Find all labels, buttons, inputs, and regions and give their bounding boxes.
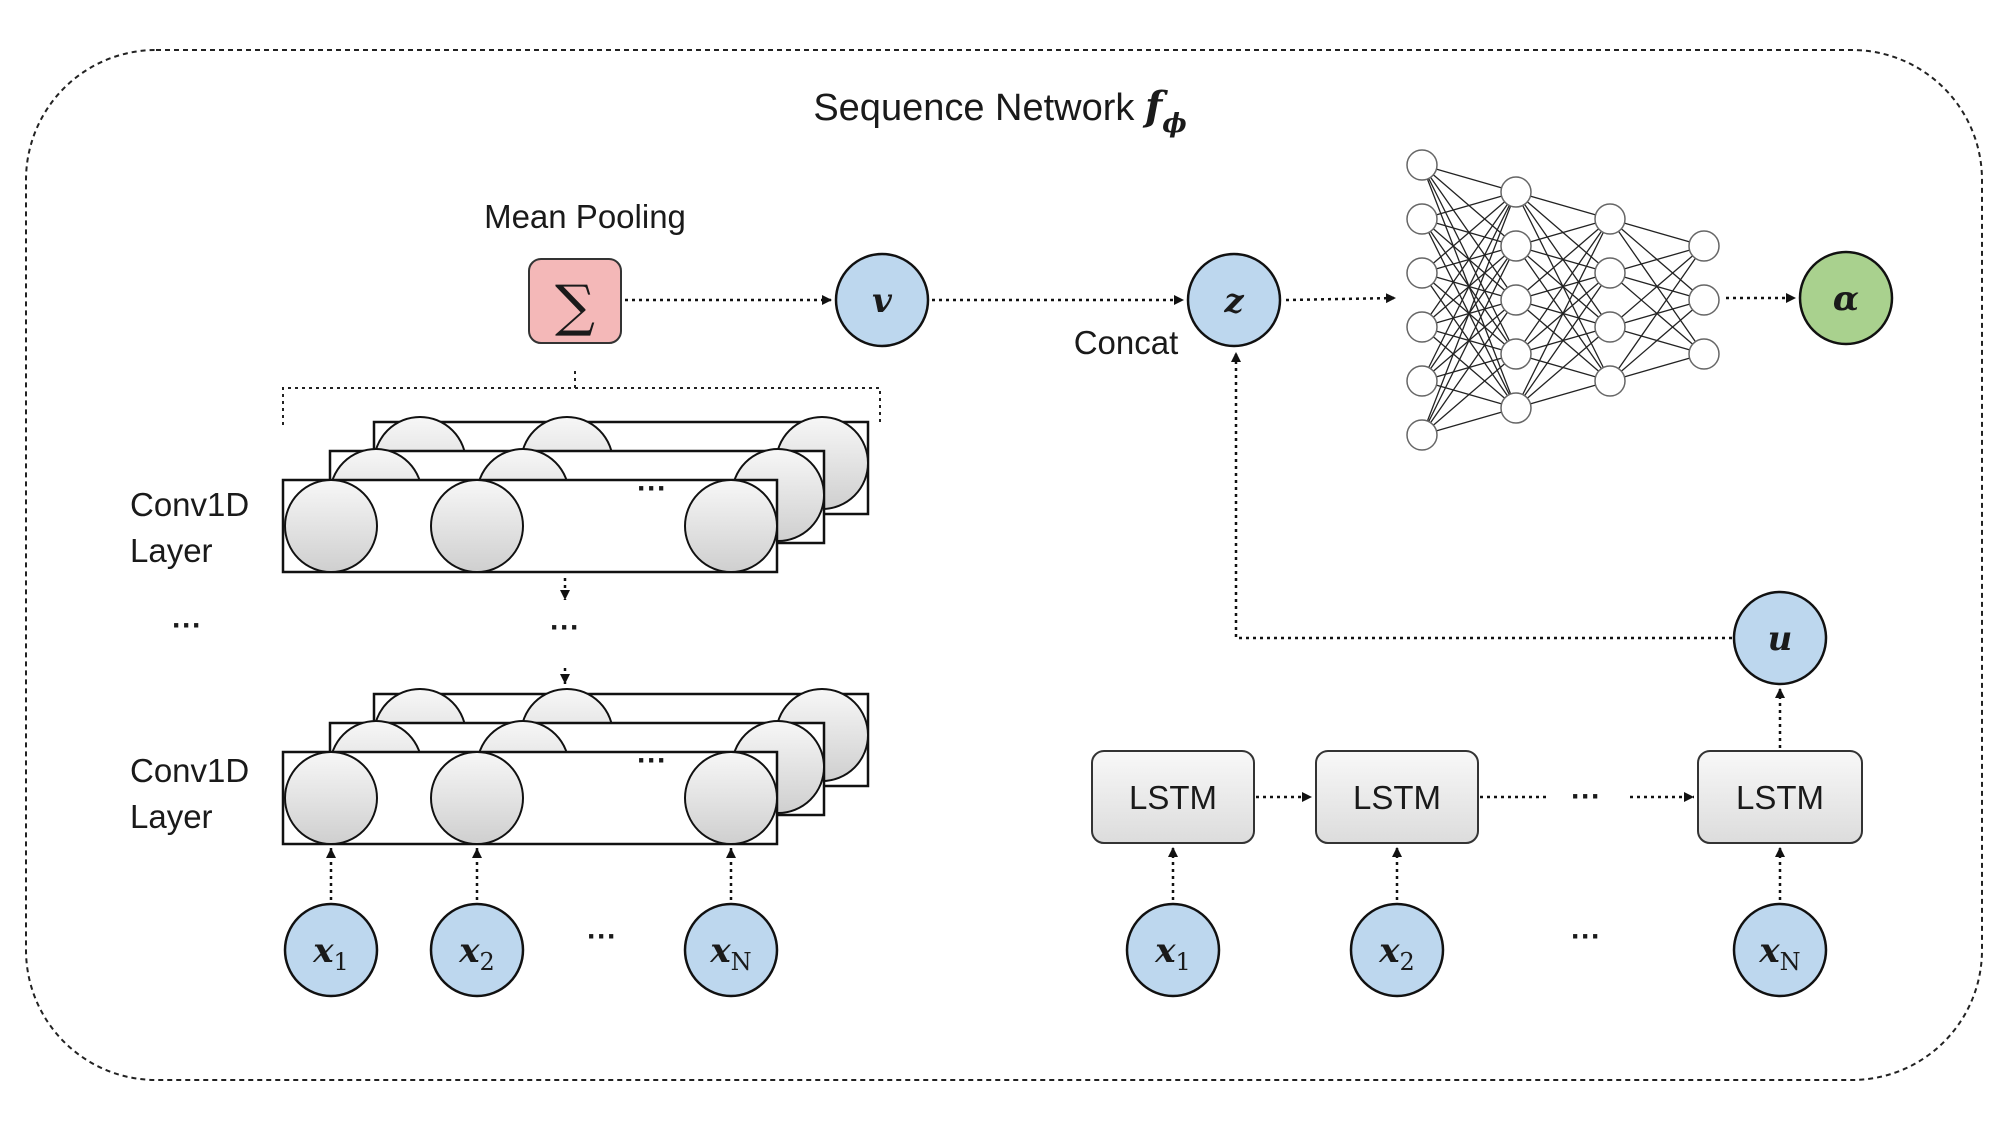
mlp-edge (1515, 272, 1611, 409)
sum-icon: ∑ (555, 274, 595, 339)
svg-text:LSTM: LSTM (1353, 779, 1441, 816)
conv-input-x2: x2 (429, 848, 525, 998)
mlp-edge (1515, 191, 1611, 220)
node-u: u (1732, 590, 1828, 686)
mlp-edge (1515, 218, 1611, 355)
node-v: v (834, 252, 930, 348)
sum-box (528, 258, 622, 344)
mlp-edge (1515, 326, 1611, 409)
mlp-edge (1609, 245, 1705, 274)
lstm-ellipsis: ··· (1571, 780, 1601, 813)
conv-input-xN: xN (683, 848, 779, 998)
mlp-neuron-layer-3 (1594, 311, 1626, 343)
mlp-edge (1609, 353, 1705, 382)
svg-text:v: v (872, 281, 893, 321)
mlp-edge (1515, 218, 1611, 247)
svg-text:···: ··· (637, 472, 667, 505)
lstm-input-ellipsis: ··· (1571, 920, 1601, 953)
node-alpha: α (1798, 250, 1894, 346)
conv-stack-ellipsis-left: ··· (172, 609, 202, 642)
lstm-cell-1: LSTM (1091, 750, 1255, 844)
mlp-neuron-layer-3 (1594, 365, 1626, 397)
mlp-edge (1421, 191, 1517, 220)
mlp-edge (1515, 218, 1611, 409)
conv-layer-bottom: ··· (281, 688, 870, 846)
conv-layer-bottom-label: Conv1D (130, 752, 249, 789)
mlp-neuron-layer-4 (1688, 230, 1720, 262)
mlp-neuron-layer-2 (1500, 230, 1532, 262)
lstm-input-xN: xN (1732, 847, 1828, 998)
mlp-neuron-layer-4 (1688, 284, 1720, 316)
mlp-neuron-layer-2 (1500, 338, 1532, 370)
mlp-edge (1421, 191, 1517, 382)
mlp-neuron-layer-2 (1500, 176, 1532, 208)
lstm-cell-2: LSTM (1315, 750, 1479, 844)
mlp-network (1406, 149, 1720, 451)
svg-text:xN: xN (1758, 931, 1800, 976)
mlp-edge (1421, 191, 1517, 274)
svg-text:x1: x1 (312, 931, 349, 976)
mlp-neuron-layer-3 (1594, 257, 1626, 289)
conv-layer-top: ··· (281, 416, 870, 574)
mlp-neuron-layer-3 (1594, 203, 1626, 235)
u-to-z-connector (1231, 352, 1732, 640)
lstm-cell-N: LSTM (1697, 750, 1863, 844)
svg-text:xN: xN (709, 931, 751, 976)
pooling-brace (282, 370, 881, 425)
lstm-input-x2: x2 (1349, 847, 1445, 998)
mlp-edge (1421, 407, 1517, 436)
lstm-input-x1: x1 (1125, 847, 1221, 998)
svg-text:LSTM: LSTM (1129, 779, 1217, 816)
mlp-edge (1421, 245, 1517, 436)
mlp-neuron-layer-4 (1688, 338, 1720, 370)
svg-text:z: z (1223, 281, 1244, 321)
mlp-edge (1609, 299, 1705, 382)
mlp-neuron-layer-2 (1500, 392, 1532, 424)
conv-input-x1: x1 (283, 848, 379, 998)
mlp-neuron-layer-1 (1406, 419, 1438, 451)
svg-text:x1: x1 (1154, 931, 1191, 976)
node-z: z (1186, 252, 1282, 348)
conv-stack-ellipsis-center: ··· (550, 611, 580, 644)
mlp-edge (1515, 380, 1611, 409)
mlp-edge (1421, 353, 1517, 436)
diagram-title: Sequence Network fϕ (813, 83, 1186, 139)
concat-label: Concat (1074, 324, 1179, 361)
mlp-neuron-layer-2 (1500, 284, 1532, 316)
conv-layer-top-label: Conv1D (130, 486, 249, 523)
mean-pooling-label: Mean Pooling (484, 198, 686, 235)
mlp-neuron-layer-1 (1406, 365, 1438, 397)
mlp-neuron-layer-1 (1406, 311, 1438, 343)
svg-text:···: ··· (637, 744, 667, 777)
svg-text:α: α (1833, 279, 1859, 319)
mlp-edge (1609, 245, 1705, 328)
network-frame (25, 49, 1983, 1081)
conv-input-ellipsis: ··· (587, 920, 617, 953)
mlp-neuron-layer-1 (1406, 149, 1438, 181)
mlp-neuron-layer-1 (1406, 203, 1438, 235)
svg-text:x2: x2 (458, 931, 495, 976)
mlp-edge (1609, 245, 1705, 382)
mlp-edge (1609, 218, 1705, 247)
conv-layer-top-label-2: Layer (130, 532, 213, 569)
mlp-edge (1421, 191, 1517, 436)
conv-layer-bottom-label-2: Layer (130, 798, 213, 835)
svg-text:u: u (1768, 619, 1793, 659)
svg-text:LSTM: LSTM (1736, 779, 1824, 816)
svg-text:x2: x2 (1378, 931, 1415, 976)
mlp-edge (1421, 164, 1517, 193)
mlp-edge (1515, 218, 1611, 301)
mlp-edge (1421, 191, 1517, 328)
mlp-neuron-layer-1 (1406, 257, 1438, 289)
mlp-edge (1421, 299, 1517, 436)
